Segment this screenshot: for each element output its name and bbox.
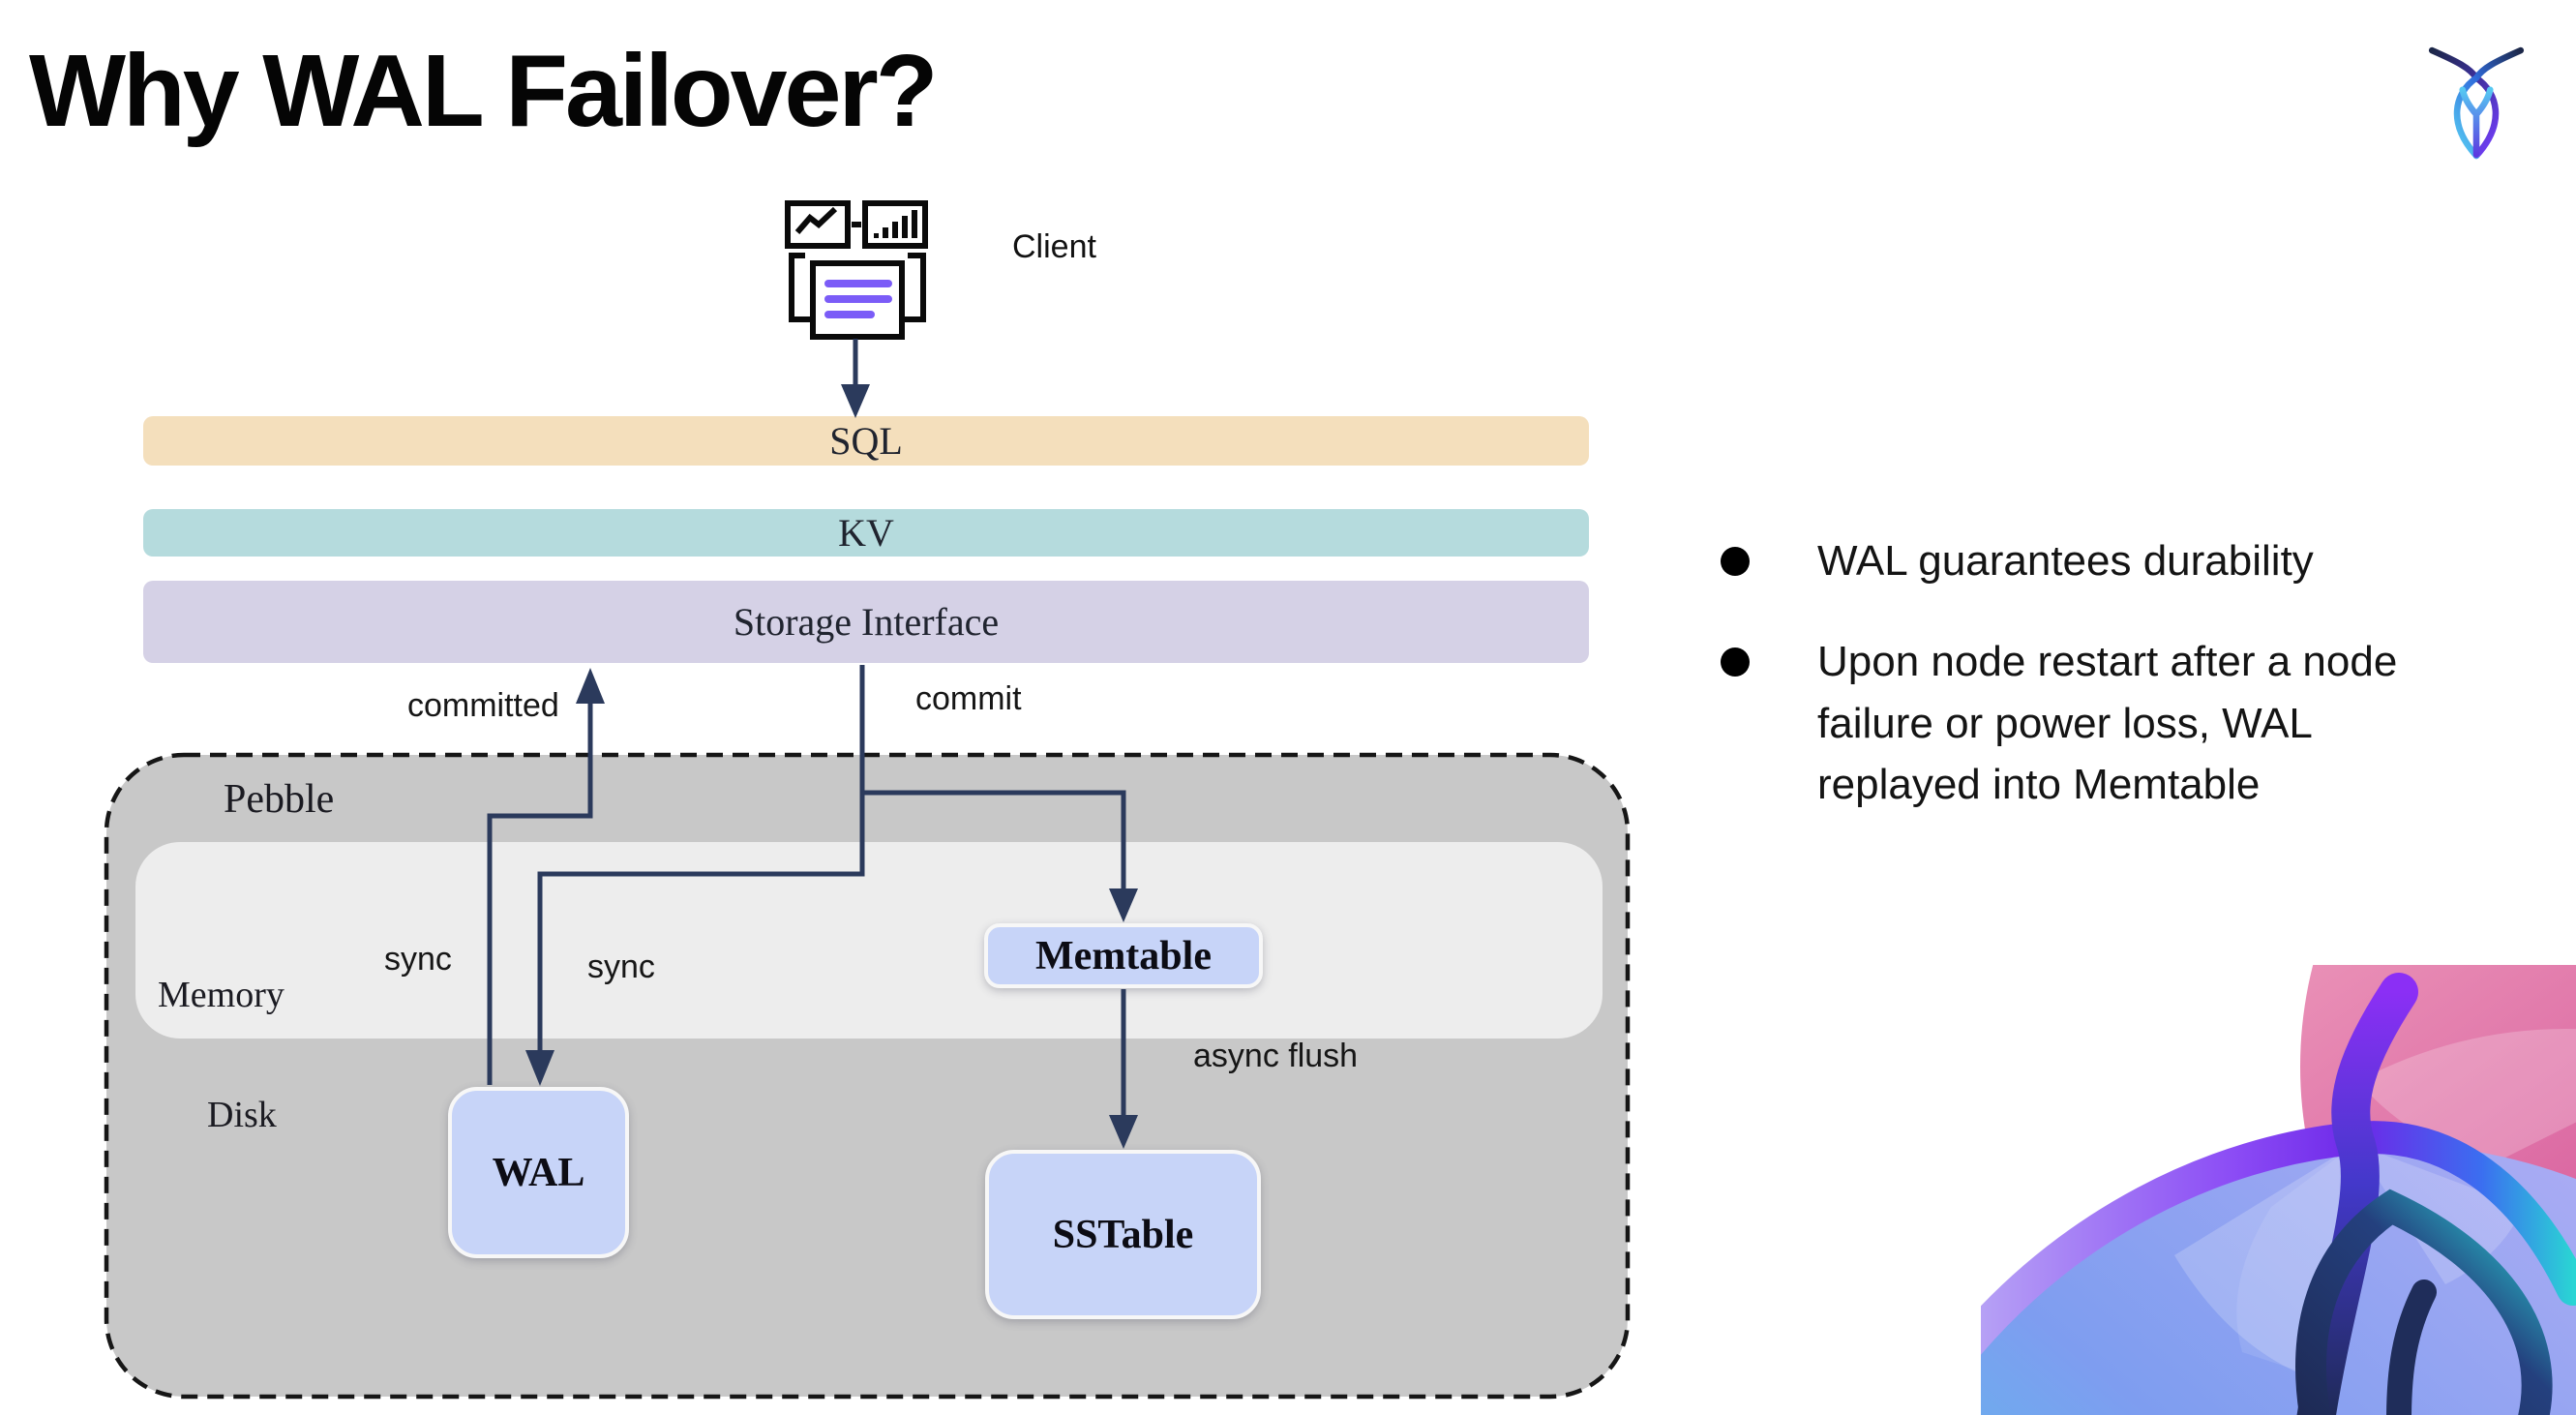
body-curve — [2296, 973, 2418, 1415]
line-chart-icon — [785, 200, 851, 249]
document-icon — [789, 253, 926, 340]
bullet-item: WAL guarantees durability — [1699, 530, 2406, 591]
edge-label-committed: committed — [407, 687, 559, 724]
leaf-vein — [2386, 1280, 2437, 1415]
pebble-label: Pebble — [224, 777, 335, 822]
memtable-box: Memtable — [984, 923, 1263, 988]
client-icon — [785, 200, 928, 340]
bullet-item: Upon node restart after a node failure o… — [1699, 631, 2406, 815]
layer-sql: SQL — [143, 416, 1589, 466]
memory-zone — [135, 842, 1603, 1039]
bullet-text: WAL guarantees durability — [1817, 537, 2314, 585]
wal-label: WAL — [492, 1150, 585, 1195]
layer-kv: KV — [143, 509, 1589, 557]
memtable-label: Memtable — [1035, 933, 1212, 978]
memory-label: Memory — [158, 975, 285, 1015]
edge-label-sync-right: sync — [587, 948, 655, 985]
layer-storage-label: Storage Interface — [733, 600, 1000, 644]
sstable-label: SSTable — [1052, 1212, 1194, 1257]
client-label: Client — [1012, 228, 1096, 265]
slide-title: Why WAL Failover? — [29, 34, 938, 148]
bullet-text: Upon node restart after a node failure o… — [1817, 638, 2398, 809]
brand-art — [1981, 965, 2576, 1415]
disk-label: Disk — [207, 1095, 277, 1135]
leaf-outline — [2295, 1189, 2553, 1415]
wal-box: WAL — [448, 1087, 629, 1258]
bar-chart-icon — [862, 200, 928, 249]
cockroachdb-logo — [2428, 46, 2525, 160]
edge-label-commit: commit — [915, 680, 1022, 717]
antenna-band — [1981, 1121, 2576, 1355]
brand-art-graphic — [1981, 965, 2576, 1415]
sstable-box: SSTable — [985, 1150, 1261, 1319]
edge-label-sync-left: sync — [384, 941, 452, 978]
bullet-list: WAL guarantees durability Upon node rest… — [1699, 530, 2464, 815]
layer-kv-label: KV — [838, 511, 894, 555]
layer-storage-interface: Storage Interface — [143, 581, 1589, 663]
edge-label-async-flush: async flush — [1193, 1038, 1359, 1074]
layer-sql-label: SQL — [829, 419, 903, 463]
